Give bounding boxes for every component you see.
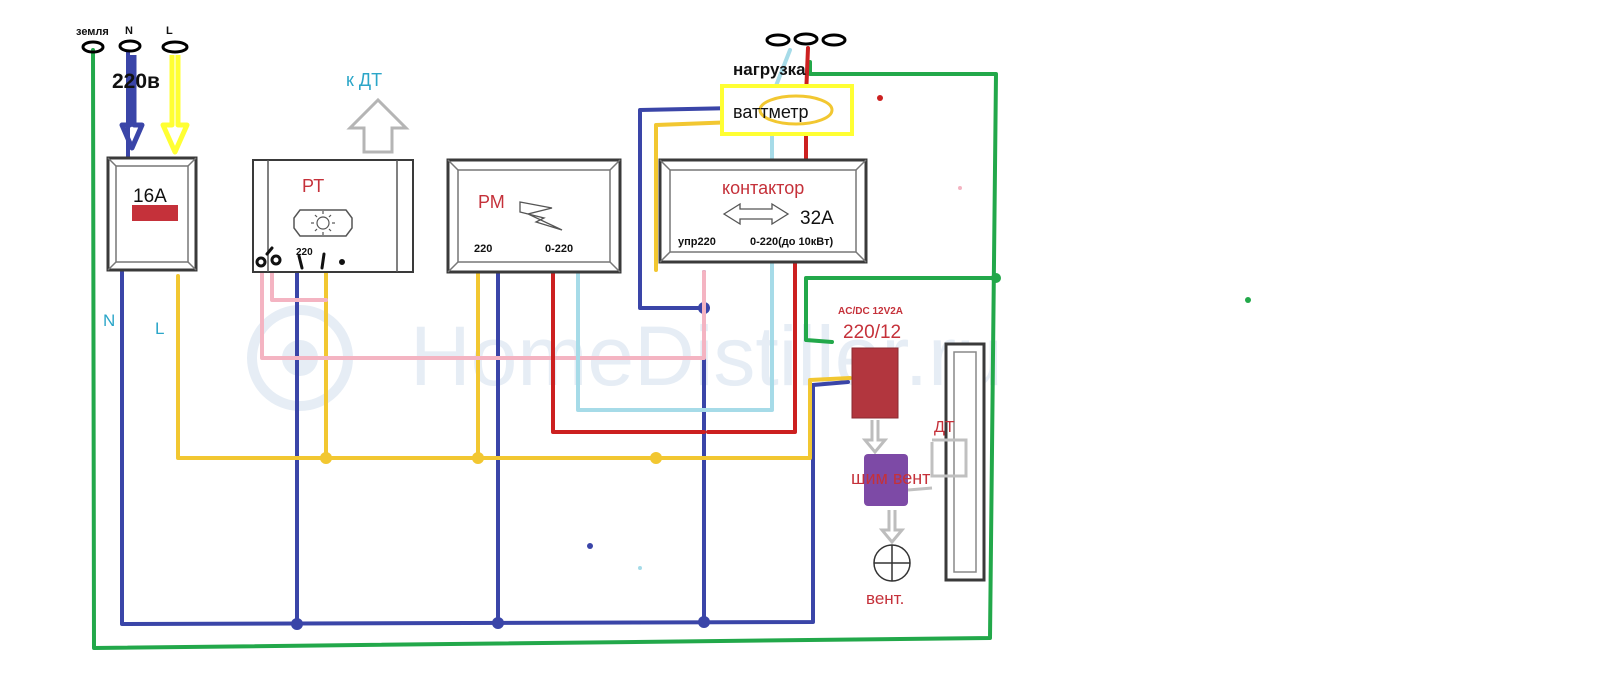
contactor-out-label: 0-220(до 10кВт): [750, 236, 833, 248]
wattmeter-label: ваттметр: [733, 102, 809, 122]
double-arrow-icon: [722, 202, 790, 226]
neutral-terminal: [118, 39, 142, 53]
thermostat-terminal-label: 220: [296, 247, 313, 258]
thermostat-rt: РТ 220: [252, 159, 414, 273]
breaker-rating: 16A: [133, 186, 167, 207]
contactor: контактор 32А упр220 0-220(до 10кВт): [658, 158, 868, 264]
stray-dot: [877, 95, 883, 101]
temperature-sensor: ДТ: [907, 342, 986, 582]
regulator-out-label: 0-220: [545, 243, 573, 255]
regulator-label: РМ: [478, 192, 505, 212]
load-label: нагрузка: [733, 60, 806, 79]
psu-220-12: AC/DC 12V2A 220/12: [838, 306, 903, 419]
power-regulator-rm: РМ 220 0-220: [446, 158, 622, 274]
to-sensor-label: к ДТ: [346, 70, 382, 90]
thermostat-label: РТ: [302, 176, 324, 196]
stray-dot: [638, 566, 642, 570]
lightning-icon: [519, 201, 563, 231]
neutral-node-1: [291, 618, 303, 630]
breaker-toggle: [132, 205, 178, 221]
load-wire-red: [551, 46, 810, 434]
load-terminals: [765, 32, 847, 47]
to-sensor-arrow: к ДТ: [346, 70, 410, 154]
fan-icon: [873, 544, 911, 582]
fan-label: вент.: [866, 589, 904, 608]
neutral-arrow: [119, 55, 145, 151]
flow-arrow-psu-pwm: [861, 420, 889, 455]
line-wire-label: L: [155, 319, 164, 338]
supply-terminals: земля N L: [76, 25, 189, 54]
neutral-wire-label: N: [103, 311, 115, 330]
neutral-node-2: [492, 617, 504, 629]
sun-icon: [311, 211, 335, 235]
neutral-node-3: [698, 616, 710, 628]
breaker-16a: 16A: [106, 156, 198, 272]
wattmeter: ваттметр: [720, 84, 854, 136]
stray-dot: [958, 186, 962, 190]
control-wire-pink: [260, 270, 706, 360]
line-terminal: [161, 40, 189, 54]
line-label: L: [166, 25, 173, 37]
sensor-label: ДТ: [934, 419, 955, 436]
line-node-3: [650, 452, 662, 464]
line-node-1: [320, 452, 332, 464]
psu-label: 220/12: [843, 322, 901, 343]
pwm-fan-label: шим вент: [851, 468, 930, 488]
ground-terminal: [81, 40, 105, 54]
neutral-label: N: [125, 25, 133, 37]
regulator-in-label: 220: [474, 243, 492, 255]
ground-wire: [91, 48, 998, 650]
stray-dot: [1245, 297, 1251, 303]
psu-spec-label: AC/DC 12V2A: [838, 306, 903, 317]
neutral-wire: [120, 50, 850, 626]
ground-node: [991, 273, 1001, 283]
line-arrow: [160, 55, 190, 155]
contactor-ctrl-label: упр220: [678, 236, 716, 248]
supply-voltage-label: 220в: [112, 70, 160, 93]
stray-dot: [587, 543, 593, 549]
contactor-label: контактор: [722, 178, 804, 198]
contactor-rating: 32А: [800, 208, 834, 229]
ground-label: земля: [76, 26, 109, 38]
flow-arrow-pwm-fan: [878, 510, 906, 545]
pwm-fan-controller: шим вент: [851, 454, 930, 506]
thermostat-terminals: [255, 246, 345, 270]
line-node-2: [472, 452, 484, 464]
